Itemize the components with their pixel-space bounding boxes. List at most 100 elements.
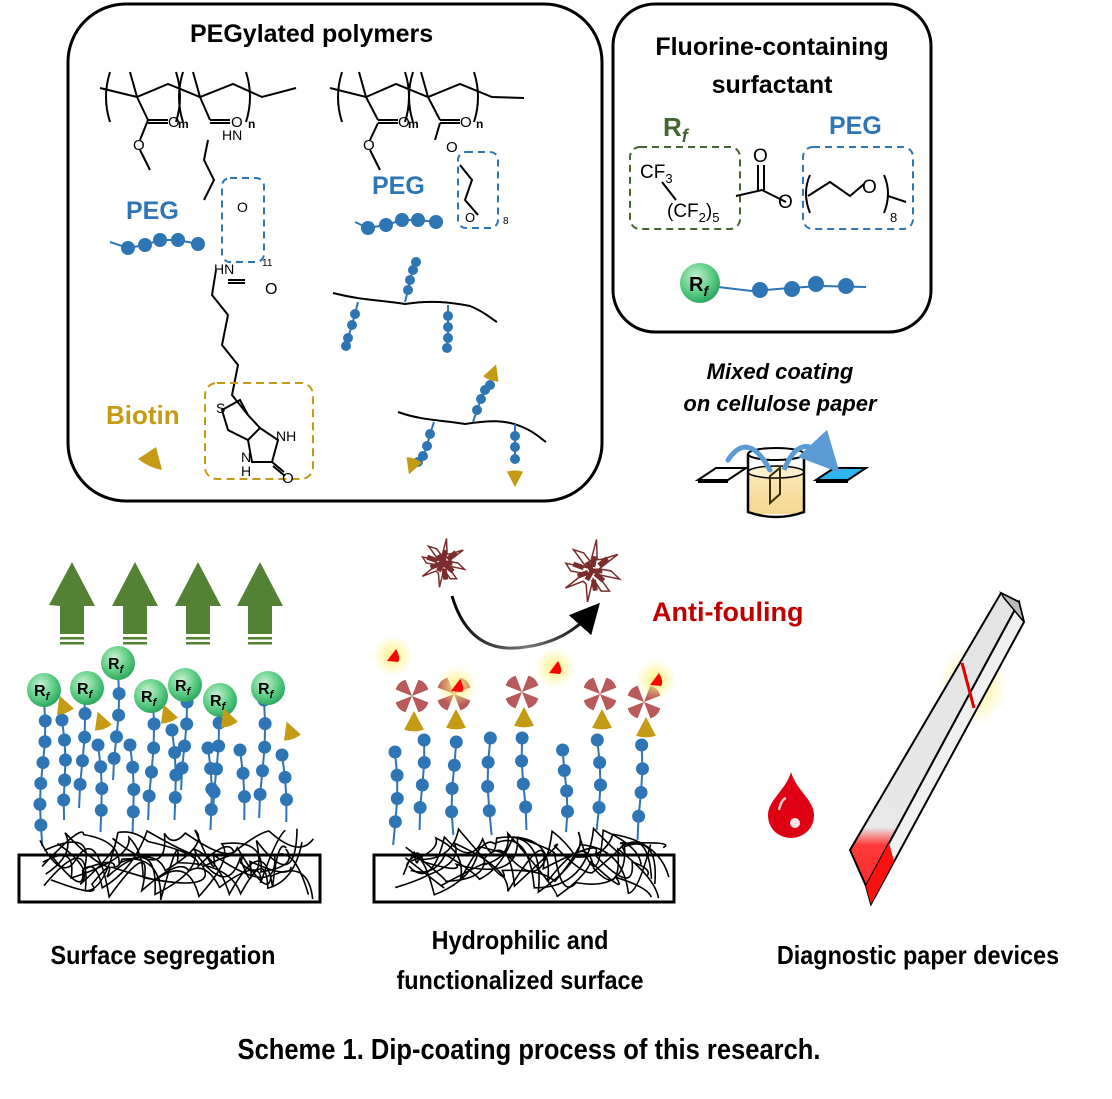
peg-bead	[395, 213, 409, 227]
peg-bead	[58, 753, 72, 767]
peg-bead	[278, 770, 292, 784]
peg-bead	[593, 756, 607, 769]
peg-bead	[411, 257, 421, 267]
peg-bead	[560, 805, 574, 818]
pegylated-structure-2	[329, 71, 525, 216]
peg-chain	[207, 693, 226, 816]
biotin-icon	[138, 447, 162, 470]
peg-bead	[95, 782, 109, 795]
surfactant-panel-title: Fluorine-containing surfactant	[613, 28, 931, 104]
cellulose-fiber	[404, 830, 653, 898]
biotin-marker	[483, 364, 499, 382]
peg-bead	[405, 275, 415, 285]
peg-bead	[592, 801, 606, 814]
peg-bead	[483, 731, 497, 745]
fluorescent-marker	[535, 648, 575, 688]
peg-bead	[347, 320, 357, 330]
biotin-marker	[160, 704, 178, 724]
peg-bead	[519, 800, 533, 814]
peg-bead	[408, 265, 418, 275]
peg-bead	[445, 782, 459, 795]
atom-n: N	[241, 449, 251, 465]
svg-text:Rf: Rf	[141, 689, 158, 709]
svg-text:Rf: Rf	[258, 681, 275, 701]
cellulose-fiber	[44, 841, 291, 898]
atom-o: O	[168, 114, 180, 131]
peg-label: PEG	[829, 112, 882, 140]
peg-bead	[429, 215, 443, 229]
peg-bead	[447, 758, 461, 772]
peg-bead	[38, 714, 52, 728]
rf-bead: Rf	[251, 671, 285, 705]
surfactant-structure	[661, 165, 907, 214]
peg-chain	[107, 665, 126, 781]
fluorescent-marker	[636, 660, 676, 700]
peg-bead	[57, 733, 71, 747]
biotin-marker	[506, 470, 524, 487]
peg-bead	[632, 809, 646, 823]
cellulose-substrate	[17, 828, 322, 904]
peg-bead	[253, 787, 267, 801]
peg-bead	[209, 762, 223, 776]
biotin-marker	[592, 709, 612, 730]
peg-bead	[127, 783, 141, 796]
peg-bead	[443, 333, 453, 343]
peg-bead	[138, 238, 152, 252]
peg-bead	[255, 764, 269, 778]
protein-repelled-icon	[421, 538, 622, 603]
peg-bead	[279, 793, 293, 807]
atom-o: O	[237, 199, 248, 215]
peg-highlight-box	[221, 177, 265, 263]
scheme-caption: Scheme 1. Dip-coating process of this re…	[237, 1034, 821, 1066]
atom-s: S	[216, 400, 225, 416]
peg-bead	[481, 755, 495, 769]
dip-coating-icon	[694, 429, 870, 519]
peg-bead	[75, 754, 89, 768]
peg-bead	[476, 394, 486, 404]
peg-bead	[258, 717, 272, 731]
peg-chain	[632, 738, 649, 841]
blood-drop-icon	[768, 772, 814, 838]
biotin-structure	[220, 398, 286, 477]
peg-bead	[415, 778, 429, 792]
subscript-n: n	[248, 117, 255, 131]
peg-highlight-box	[457, 151, 499, 229]
peg-bead	[482, 804, 496, 818]
peg-chain	[590, 733, 607, 831]
protein-icon	[564, 539, 622, 603]
peg-bead	[201, 741, 215, 755]
pegylated-panel-title: PEGylated polymers	[190, 20, 434, 48]
rf-label-main: R	[663, 112, 682, 142]
biotin-marker	[636, 717, 656, 738]
peg-bead	[557, 764, 571, 777]
peg-bead	[33, 797, 47, 811]
peg-bead-chain-icon	[109, 233, 205, 255]
peg-bead	[485, 380, 495, 390]
peg-bead	[515, 754, 529, 768]
mixed-coating-label: Mixed coating on cellulose paper	[640, 356, 920, 420]
repeat-11: 11	[262, 258, 273, 269]
peg-bead	[449, 735, 463, 749]
peg-chain	[165, 723, 183, 821]
cellulose-fiber	[50, 849, 292, 896]
peg-bead-chain-icon	[354, 213, 443, 235]
biotin-label: Biotin	[106, 400, 180, 430]
peg-bead	[560, 784, 574, 798]
peg-chain	[354, 213, 443, 235]
upward-arrow-icon	[112, 562, 158, 645]
peg-bead	[510, 442, 520, 452]
peg-bead	[411, 213, 425, 227]
atom-o: O	[265, 281, 277, 298]
cellulose-fiber	[45, 832, 303, 901]
cellulose-fiber	[405, 829, 670, 896]
rf-bead: Rf	[101, 646, 135, 680]
atom-o: O	[398, 114, 410, 131]
atom-nh: NH	[276, 428, 296, 444]
protein-repulsion-arrow	[450, 595, 600, 650]
caption-functionalized-surface: Hydrophilic and functionalized surface	[376, 920, 664, 1000]
atom-hn: HN	[214, 261, 234, 277]
peg-bead	[144, 765, 158, 779]
peg-chain	[445, 735, 463, 836]
peg-bead	[112, 687, 126, 701]
